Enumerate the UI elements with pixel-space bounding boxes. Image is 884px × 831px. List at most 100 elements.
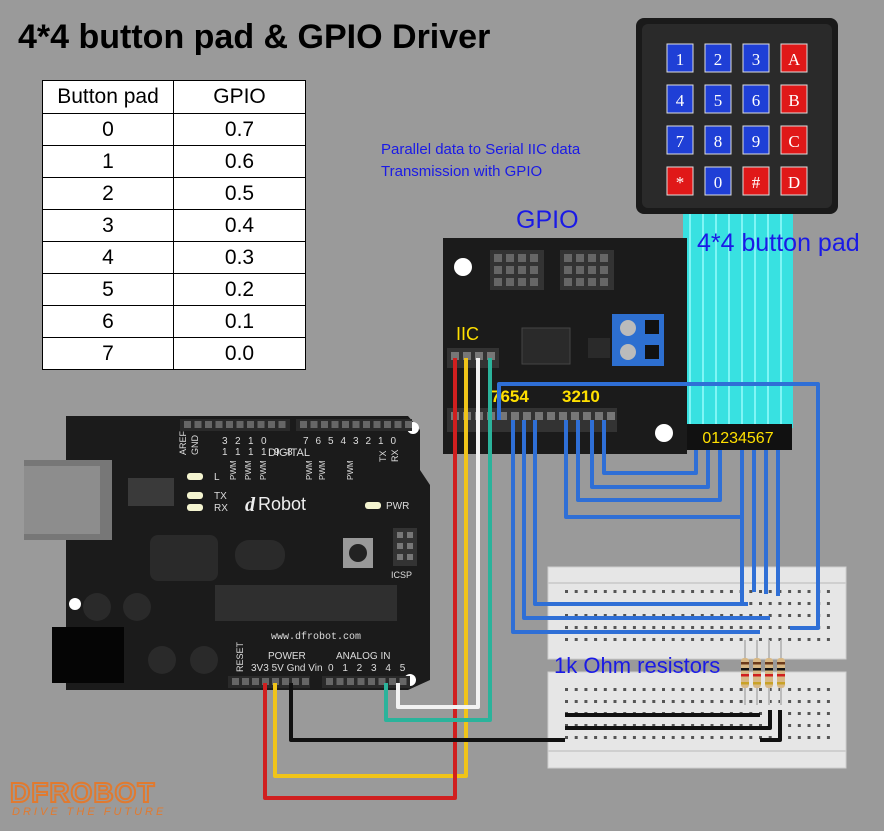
keypad-key-label: #	[752, 173, 761, 192]
table-header: Button pad	[42, 80, 174, 114]
pwm-label: PWM	[346, 460, 355, 480]
digital-pin-label: 1	[248, 436, 254, 447]
url-label: www.dfrobot.com	[271, 631, 361, 643]
keypad-key: 1	[666, 43, 694, 73]
keypad-key-label: C	[788, 132, 799, 151]
keypad-key-label: 2	[714, 50, 723, 69]
tx-label: TX	[378, 450, 388, 462]
digital-pin-label: 2	[366, 436, 372, 447]
rx-label: RX	[390, 449, 400, 462]
digital-pin-label: 0	[391, 436, 397, 447]
led-rx	[187, 504, 203, 511]
gpio-cell: 0.1	[173, 305, 306, 338]
button-pad-label: 4*4 button pad	[697, 229, 860, 257]
icsp-label: ICSP	[391, 570, 412, 580]
digital-pin-label: 8	[287, 447, 293, 458]
pwm-label: PWM	[318, 460, 327, 480]
gpio-cell: 0.6	[173, 145, 306, 178]
digital-pin-label: 2	[235, 436, 241, 447]
keypad-key: 8	[704, 125, 732, 155]
wire-5v	[273, 358, 468, 778]
pwm-label: PWM	[259, 460, 268, 480]
button-cell: 7	[42, 337, 174, 370]
wire-gnd	[289, 683, 565, 742]
gpio-cell: 0.7	[173, 113, 306, 146]
button-cell: 2	[42, 177, 174, 210]
wire-ground-rail-3	[760, 710, 782, 742]
keypad-key: 5	[704, 84, 732, 114]
analog-pins-label: 0 1 2 3 4 5	[328, 663, 408, 674]
aref-label: AREF	[178, 430, 188, 455]
parallel-note-line-2: Transmission with GPIO	[381, 163, 543, 180]
pwm-label: PWM	[305, 460, 314, 480]
wires	[263, 358, 820, 800]
keypad-key: 3	[742, 43, 770, 73]
page-title: 4*4 button pad & GPIO Driver	[18, 18, 491, 56]
keypad-key-label: *	[676, 173, 685, 192]
pad-connector-label: 01234567	[702, 430, 773, 447]
digital-pin-label: 1	[261, 447, 267, 458]
led-pwr	[365, 502, 381, 509]
analog-label: ANALOG IN	[336, 651, 390, 662]
resistor	[777, 658, 785, 688]
iic-label: IIC	[456, 324, 479, 344]
keypad-key: #	[742, 166, 770, 196]
button-cell: 0	[42, 113, 174, 146]
wire-gpio-6	[511, 420, 760, 634]
logo-tagline: DRIVE THE FUTURE	[12, 806, 166, 818]
power-pins-label: 3V3 5V Gnd Vin	[251, 663, 323, 674]
digital-label: DIGITAL	[268, 447, 310, 459]
breadboard-top	[547, 566, 847, 660]
wire-gpio-0	[602, 420, 698, 475]
keypad-key-label: 0	[714, 173, 723, 192]
keypad-key: D	[780, 166, 808, 196]
gpio-cell: 0.3	[173, 241, 306, 274]
wire-ground-rail-2	[565, 710, 772, 730]
keypad-key: 0	[704, 166, 732, 196]
gpio-label: GPIO	[516, 206, 579, 234]
digital-pin-label: 9	[274, 447, 280, 458]
keypad-key-label: 8	[714, 132, 723, 151]
resistor	[753, 658, 761, 688]
pwm-label: PWM	[229, 460, 238, 480]
led-l-label: L	[214, 472, 220, 483]
keypad-key-label: 7	[676, 132, 685, 151]
button-cell: 6	[42, 305, 174, 338]
gpio-cell: 0.5	[173, 177, 306, 210]
wire-gpio-1	[590, 420, 710, 489]
wire-gpio-5	[522, 420, 770, 620]
pwm-label: PWM	[244, 460, 253, 480]
keypad-key-label: A	[788, 50, 801, 69]
resistor	[741, 658, 749, 688]
resistor-array	[741, 640, 785, 705]
keypad-key-label: 1	[676, 50, 685, 69]
digital-pin-label: 5	[328, 436, 334, 447]
table-header-row: Button pad GPIO	[42, 80, 306, 114]
pad-connector: 01234567	[684, 424, 792, 450]
keypad-key: 9	[742, 125, 770, 155]
brand-label: Robot	[258, 494, 306, 514]
gpio-module: IIC 7654 3210	[443, 238, 687, 454]
keypad-key: *	[666, 166, 694, 196]
keypad-key: 4	[666, 84, 694, 114]
breadboard-bottom	[547, 671, 847, 769]
logo-main: DFROBOT	[10, 777, 155, 808]
keypad-key-label: D	[788, 173, 800, 192]
power-label: POWER	[268, 651, 306, 662]
digital-pin-label: 0	[261, 436, 267, 447]
keypad-key: 2	[704, 43, 732, 73]
wire-sda	[384, 358, 492, 722]
led-tx	[187, 492, 203, 499]
power-jack	[52, 627, 124, 683]
table-header: GPIO	[173, 80, 306, 114]
wire-scl	[396, 358, 480, 709]
gpio-chip	[521, 327, 571, 365]
button-cell: 4	[42, 241, 174, 274]
parallel-note-line-1: Parallel data to Serial IIC data	[381, 141, 581, 158]
